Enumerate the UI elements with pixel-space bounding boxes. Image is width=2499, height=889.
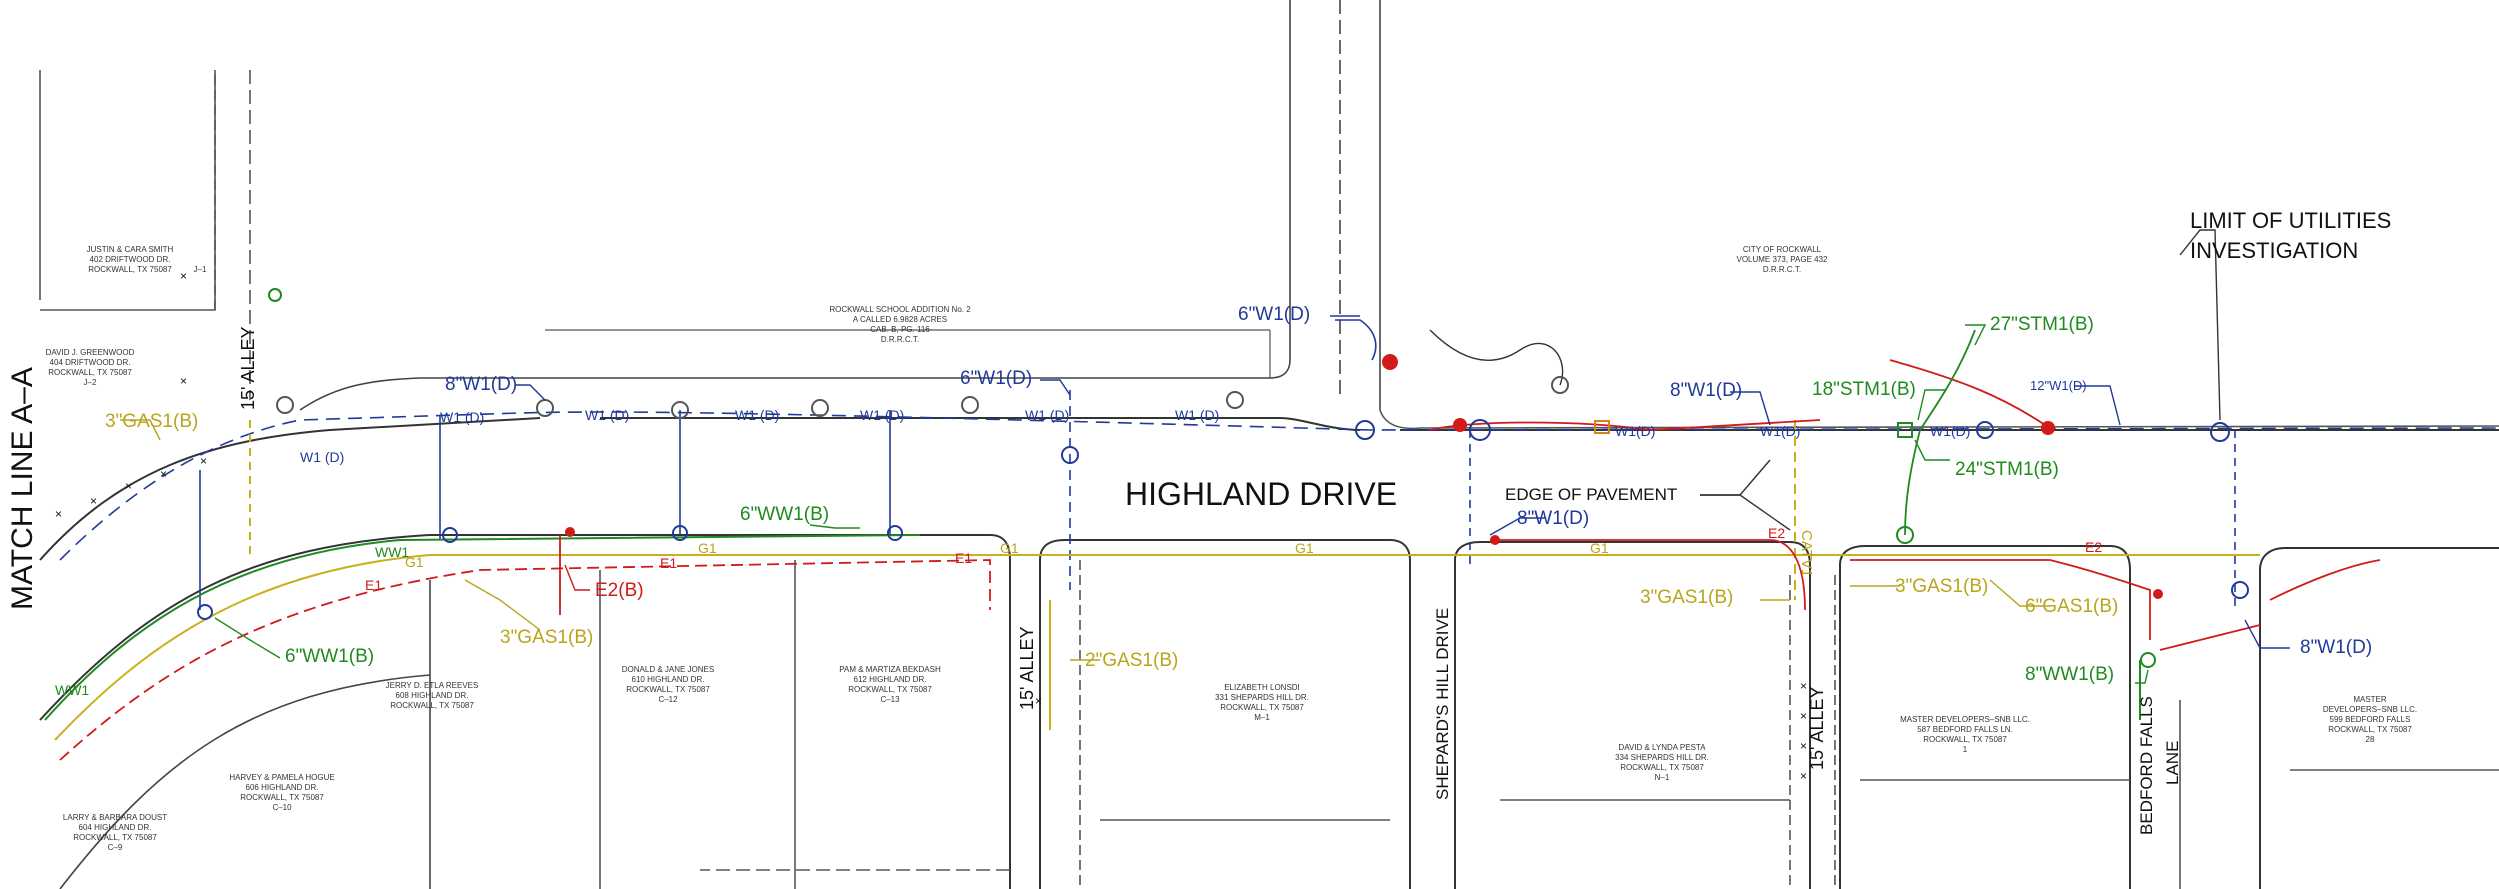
svg-text:×: × [1800,769,1807,783]
label-ww-6-top: 6"WW1(B) [740,504,829,525]
label-w1-8-left: 8"W1(D) [445,374,517,395]
alley-mid-label: 15' ALLEY [1017,626,1037,710]
label-w1-8-bottom: 8"W1(D) [2300,637,2372,658]
label-catv: CATV1 [1798,530,1815,577]
tag-g1-4: G1 [1295,540,1314,556]
svg-text:×: × [90,494,97,508]
tag-g1-5: G1 [1590,540,1609,556]
tag-w1-9: W1(D) [1760,423,1800,439]
tag-w1-1: W1 (D) [300,449,344,465]
alley-right-label: 15' ALLEY [1807,686,1827,770]
label-w1-12: 12"W1(D) [2030,378,2087,393]
label-w1-8-right: 8"W1(D) [1670,380,1742,401]
wastewater-main-ww1 [44,534,2141,721]
gas-main-g1 [54,420,2260,741]
label-gas-3-mid: 3"GAS1(B) [500,627,593,648]
tag-e2-1: E2 [1768,525,1785,541]
svg-text:×: × [180,269,187,283]
parcel-11: MASTER DEVELOPERS–SNB LLC.587 BEDFORD FA… [1900,715,2030,754]
bedford-falls-label-2: LANE [2163,741,2182,785]
tag-w1-2: W1 (D) [440,409,484,425]
label-stm-27: 27"STM1(B) [1990,314,2094,335]
tag-w1-7: W1 (D) [1175,407,1219,423]
limit-note-line2: INVESTIGATION [2190,238,2358,263]
tag-e1-3: E1 [955,550,972,566]
label-gas-3-right: 3"GAS1(B) [1895,576,1988,597]
svg-text:×: × [200,454,207,468]
svg-text:×: × [160,467,167,481]
electric-lines [59,359,2381,761]
svg-text:×: × [1800,709,1807,723]
tag-w1-10: W1(D) [1930,423,1970,439]
tag-e2-2: E2 [2085,539,2102,555]
label-gas-6: 6"GAS1(B) [2025,596,2118,617]
svg-text:×: × [55,507,62,521]
label-gas-3-left: 3"GAS1(B) [105,411,198,432]
tag-w1-3: W1 (D) [585,407,629,423]
electric-poles [565,354,2163,599]
label-e2: E2(B) [595,580,644,601]
tag-ww1-2: WW1 [55,682,89,698]
tag-e1-1: E1 [365,577,382,593]
tag-g1-3: G1 [1000,540,1019,556]
label-stm-24: 24"STM1(B) [1955,459,2059,480]
svg-text:×: × [1035,694,1042,708]
label-leaders [120,229,2290,684]
tag-ww1-1: WW1 [375,544,409,560]
label-w1-6-mid: 6"W1(D) [960,368,1032,389]
svg-text:×: × [180,374,187,388]
tag-g1-2: G1 [698,540,717,556]
shepards-hill-label: SHEPARD'S HILL DRIVE [1433,608,1452,800]
highland-drive-title: HIGHLAND DRIVE [1125,476,1397,512]
svg-text:×: × [1800,679,1807,693]
storm-lines [1904,329,1976,536]
label-w1-8-pav: 8"W1(D) [1517,508,1589,529]
label-ww-8: 8"WW1(B) [2025,664,2114,685]
svg-text:×: × [125,479,132,493]
label-gas-2: 2"GAS1(B) [1085,650,1178,671]
label-gas-3-shep: 3"GAS1(B) [1640,587,1733,608]
alley-left-label: 15' ALLEY [238,326,258,410]
edge-of-pavement-label: EDGE OF PAVEMENT [1505,485,1677,504]
label-stm-18: 18"STM1(B) [1812,379,1916,400]
bedford-falls-label-1: BEDFORD FALLS [2137,696,2156,835]
water-main-w1 [59,319,2499,610]
tag-w1-4: W1 (D) [735,407,779,423]
match-line-label: MATCH LINE A–A [6,367,39,610]
utility-structures [197,288,2249,668]
limit-note-line1: LIMIT OF UTILITIES [2190,208,2391,233]
tag-w1-6: W1 (D) [1025,407,1069,423]
fence-marks: × × × × × × × × × × × × [55,269,1807,783]
tag-w1-5: W1 (D) [860,407,904,423]
tag-e1-2: E1 [660,555,677,571]
label-w1-6-top: 6"W1(D) [1238,304,1310,325]
tag-w1-8: W1(D) [1615,423,1655,439]
svg-text:×: × [1800,739,1807,753]
tag-g1-1: G1 [405,554,424,570]
label-ww-6-left: 6"WW1(B) [285,646,374,667]
property-linework [39,0,2499,889]
